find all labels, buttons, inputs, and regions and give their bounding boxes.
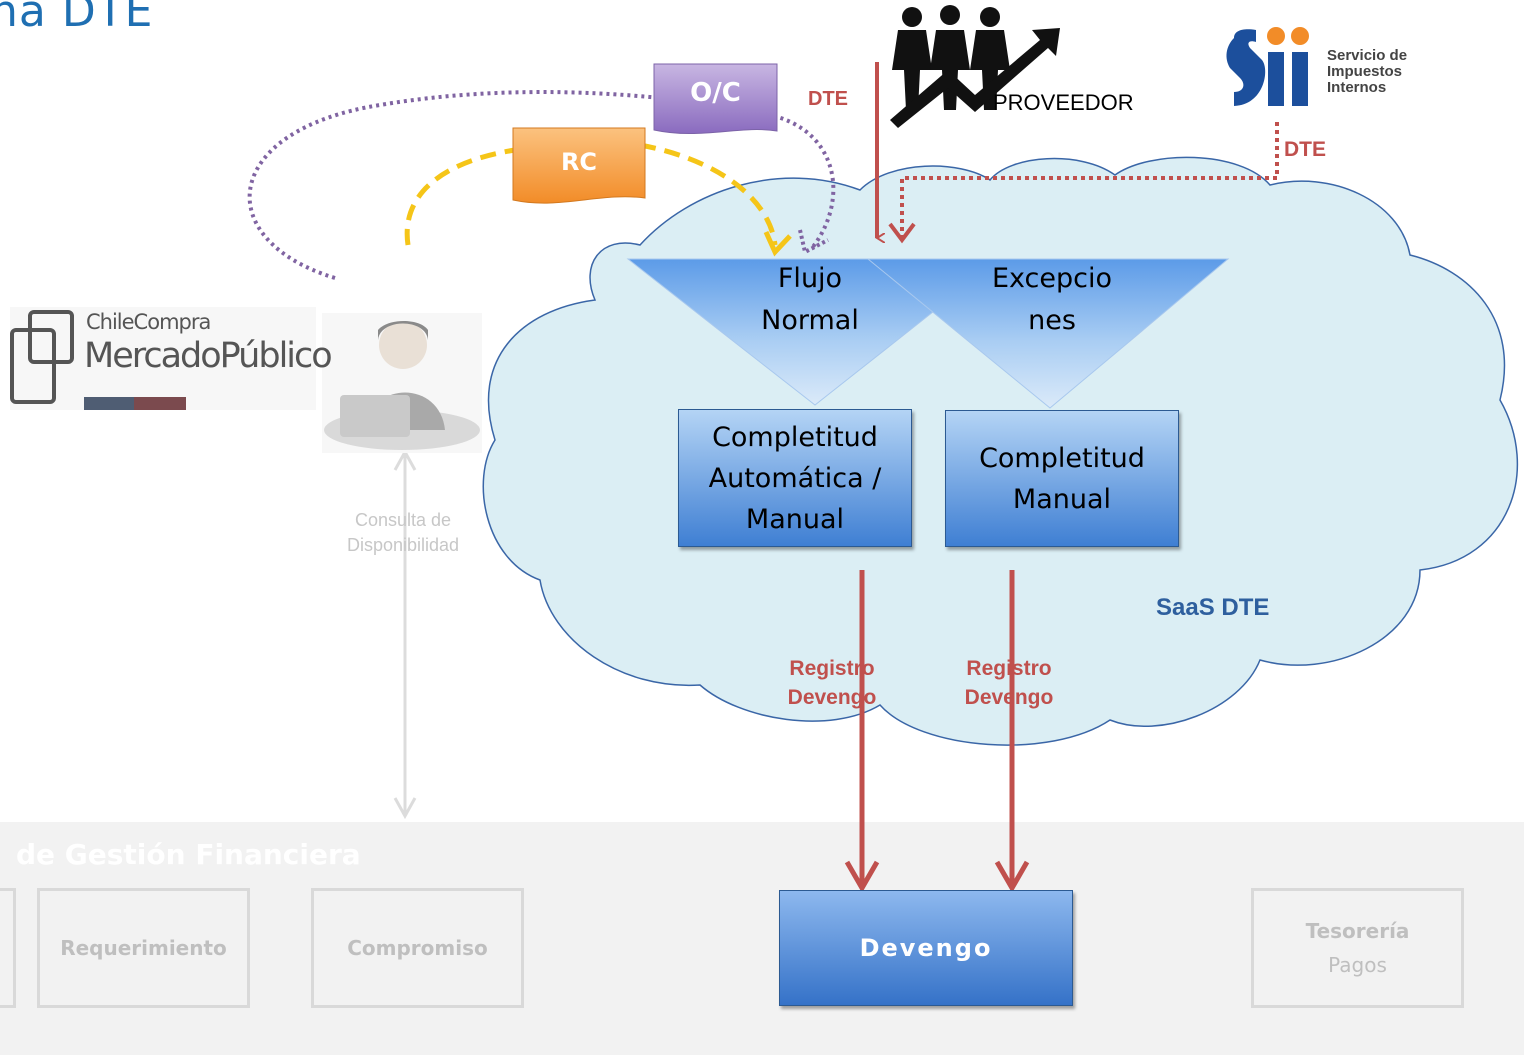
sii-logo-text: Servicio de Impuestos Internos — [1327, 48, 1407, 96]
completitud-automatica-box: Completitud Automática / Manual — [678, 409, 912, 547]
rc-to-flujo-arc — [639, 142, 778, 246]
excepciones-triangle — [866, 258, 1230, 409]
sii-logo-icon — [1226, 27, 1309, 106]
mercado-publico-label: MercadoPúblico — [84, 336, 333, 376]
flujo-normal-line2: Normal — [761, 305, 859, 336]
rc-flow-arc — [404, 147, 516, 246]
completitud-manual-box: Completitud Manual — [945, 410, 1179, 547]
saas-dte-label: SaaS DTE — [1156, 594, 1270, 621]
devengo-box: Devengo — [779, 890, 1073, 1006]
sii-dte-arrowhead — [888, 222, 916, 244]
registro-left-arrowhead — [844, 860, 880, 894]
completitud-manual-text: Completitud Manual — [979, 438, 1145, 520]
mercado-publico-logo-icon — [10, 307, 316, 410]
registro-left-line1: Registro — [789, 657, 875, 680]
completitud-manual-line1: Completitud — [979, 442, 1145, 474]
proveedor-people-icon — [890, 5, 1060, 128]
financial-bar-title: de Gestión Financiera — [16, 838, 361, 871]
completitud-automatica-line3: Manual — [745, 503, 845, 535]
oc-tag — [653, 63, 778, 135]
consulta-arrow-down — [393, 797, 417, 820]
completitud-automatica-line2: Automática / — [708, 462, 882, 494]
user-computer-icon — [322, 313, 482, 453]
excepciones-label: Excepcio nes — [972, 258, 1132, 342]
registro-devengo-right-label: Registro Devengo — [947, 654, 1071, 712]
registro-left-line2: Devengo — [787, 686, 877, 709]
registro-right-arrowhead — [994, 860, 1030, 894]
registro-right-line2: Devengo — [964, 686, 1054, 709]
tesoreria-title: Tesorería — [1305, 919, 1410, 943]
flujo-normal-triangle — [626, 258, 1002, 406]
flujo-normal-label: Flujo Normal — [730, 258, 890, 342]
oc-flow-arc — [247, 90, 661, 280]
provider-dte-label: DTE — [808, 88, 848, 110]
consulta-disponibilidad-label: Consulta de Disponibilidad — [318, 508, 488, 558]
page-title: na DTE — [0, 0, 154, 37]
oc-tag-label: O/C — [690, 78, 741, 108]
requerimiento-box: Requerimiento — [37, 888, 250, 1008]
proveedor-label: PROVEEDOR — [993, 90, 1134, 115]
completitud-automatica-text: Completitud Automática / Manual — [709, 417, 882, 540]
sii-dte-dotted-path — [900, 122, 1279, 238]
rc-tag — [512, 127, 646, 204]
sii-logo-line3: Internos — [1327, 79, 1387, 96]
devengo-label: Devengo — [859, 934, 993, 962]
sii-logo-line2: Impuestos — [1327, 63, 1403, 80]
oc-arrowhead — [798, 229, 829, 255]
consulta-line2: Disponibilidad — [346, 535, 460, 555]
excepciones-line2: nes — [1028, 305, 1076, 336]
completitud-automatica-line1: Completitud — [712, 421, 878, 453]
partial-box-left — [0, 888, 16, 1008]
chilecompra-label: ChileCompra — [86, 310, 211, 334]
excepciones-line1: Excepcio — [991, 263, 1113, 294]
sii-logo-line1: Servicio de — [1327, 47, 1408, 64]
oc-to-flujo-arc — [759, 111, 836, 250]
rc-tag-label: RC — [560, 148, 598, 176]
compromiso-box: Compromiso — [311, 888, 524, 1008]
tesoreria-subtitle: Pagos — [1328, 953, 1387, 977]
consulta-line1: Consulta de — [354, 510, 452, 530]
registro-devengo-left-label: Registro Devengo — [770, 654, 894, 712]
flujo-normal-line1: Flujo — [777, 263, 843, 294]
completitud-manual-line2: Manual — [1012, 483, 1112, 515]
sii-dte-label: DTE — [1284, 138, 1326, 161]
tesoreria-box: Tesorería Pagos — [1251, 888, 1464, 1008]
rc-arrowhead — [763, 230, 792, 257]
registro-right-line1: Registro — [966, 657, 1052, 680]
